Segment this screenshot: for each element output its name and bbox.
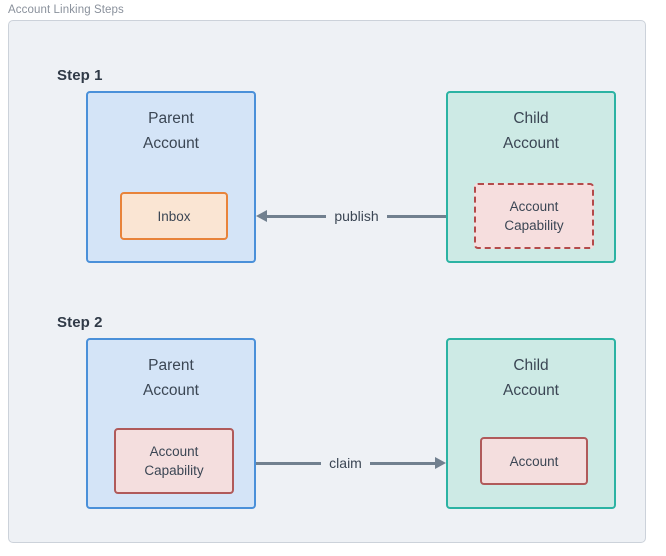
step-2-connector-label: claim [329,455,362,471]
step-1-child-account-title: Child Account [502,110,559,152]
arrowhead-left-icon [256,210,267,222]
connector-line [256,461,322,465]
step-2-connector-claim: claim [256,450,447,476]
connector-line [369,461,436,465]
step-2-parent-account-title: Parent Account [142,357,199,399]
step-2-child-account-box-inner[interactable]: Account [480,437,588,485]
diagram-canvas: Step 1 Parent Account Inbox publish Chil… [8,20,646,543]
step-2-label: Step 2 [57,314,103,331]
step-2-parent-account-box[interactable]: Parent Account Account Capability [86,338,256,509]
step-1-parent-account-box[interactable]: Parent Account Inbox [86,91,256,263]
figure-title: Account Linking Steps [8,4,124,16]
step-1-connector-label: publish [334,208,379,224]
connector-line [386,214,446,218]
step-1-label: Step 1 [57,67,103,84]
connector-line [267,214,327,218]
step-1-child-account-capability-box[interactable]: Account Capability [474,183,594,249]
step-1-parent-inbox-box[interactable]: Inbox [120,192,228,240]
step-2-child-account-title: Child Account [502,357,559,399]
step-2-parent-account-capability-box[interactable]: Account Capability [114,428,234,494]
step-1-child-account-box[interactable]: Child Account Account Capability [446,91,616,263]
step-1-parent-account-title: Parent Account [142,110,199,152]
step-1-connector-publish: publish [256,203,446,229]
step-2-child-account-box[interactable]: Child Account Account [446,338,616,509]
arrowhead-right-icon [435,457,447,469]
